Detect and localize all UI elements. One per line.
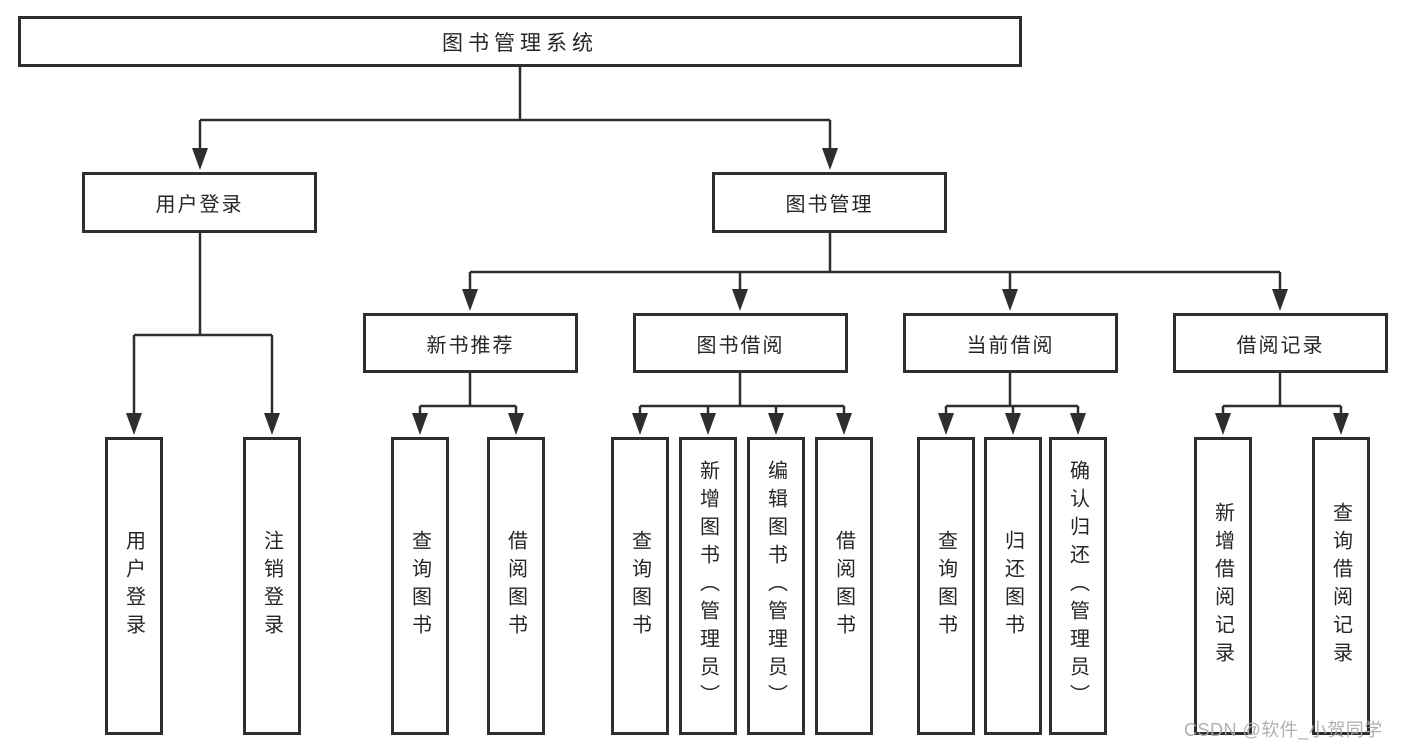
arrowheads-current-borrowing-to-leaves (938, 413, 1086, 435)
leaf-user-login: 用户登录 (105, 437, 163, 735)
leaf-borrow-books-recommend: 借阅图书 (487, 437, 545, 735)
leaf-query-borrow-record: 查询借阅记录 (1312, 437, 1370, 735)
arrowheads-user-login-to-leaves (126, 413, 280, 435)
node-borrowing-records: 借阅记录 (1173, 313, 1388, 373)
node-book-borrowing: 图书借阅 (633, 313, 848, 373)
connector-new-book-recommend-to-leaves (418, 373, 518, 415)
arrowheads-book-management-to-level3 (462, 289, 1288, 311)
leaf-query-books-borrowing: 查询图书 (611, 437, 669, 735)
node-current-borrowing: 当前借阅 (903, 313, 1118, 373)
connector-root-to-level2 (198, 67, 832, 150)
leaf-add-book-admin: 新增图书（管理员） (679, 437, 737, 735)
leaf-logout: 注销登录 (243, 437, 301, 735)
connector-current-borrowing-to-leaves (944, 373, 1080, 415)
arrowheads-new-book-recommend-to-leaves (412, 413, 524, 435)
leaf-add-borrow-record: 新增借阅记录 (1194, 437, 1252, 735)
arrowheads-borrowing-records-to-leaves (1215, 413, 1349, 435)
node-book-management: 图书管理 (712, 172, 947, 233)
connector-user-login-to-leaves (132, 233, 274, 415)
arrowheads-book-borrowing-to-leaves (632, 413, 852, 435)
connector-borrowing-records-to-leaves (1221, 373, 1343, 415)
leaf-confirm-return-admin: 确认归还（管理员） (1049, 437, 1107, 735)
leaf-borrow-books-borrowing: 借阅图书 (815, 437, 873, 735)
connector-book-management-to-level3 (468, 233, 1282, 291)
connector-book-borrowing-to-leaves (638, 373, 846, 415)
arrowheads-root-to-level2 (192, 148, 838, 170)
node-root: 图书管理系统 (18, 16, 1022, 67)
node-user-login: 用户登录 (82, 172, 317, 233)
node-new-book-recommend: 新书推荐 (363, 313, 578, 373)
leaf-return-books: 归还图书 (984, 437, 1042, 735)
leaf-query-books-current: 查询图书 (917, 437, 975, 735)
watermark: CSDN @软件_小贺同学 (1184, 720, 1383, 740)
leaf-edit-book-admin: 编辑图书（管理员） (747, 437, 805, 735)
leaf-query-books-recommend: 查询图书 (391, 437, 449, 735)
